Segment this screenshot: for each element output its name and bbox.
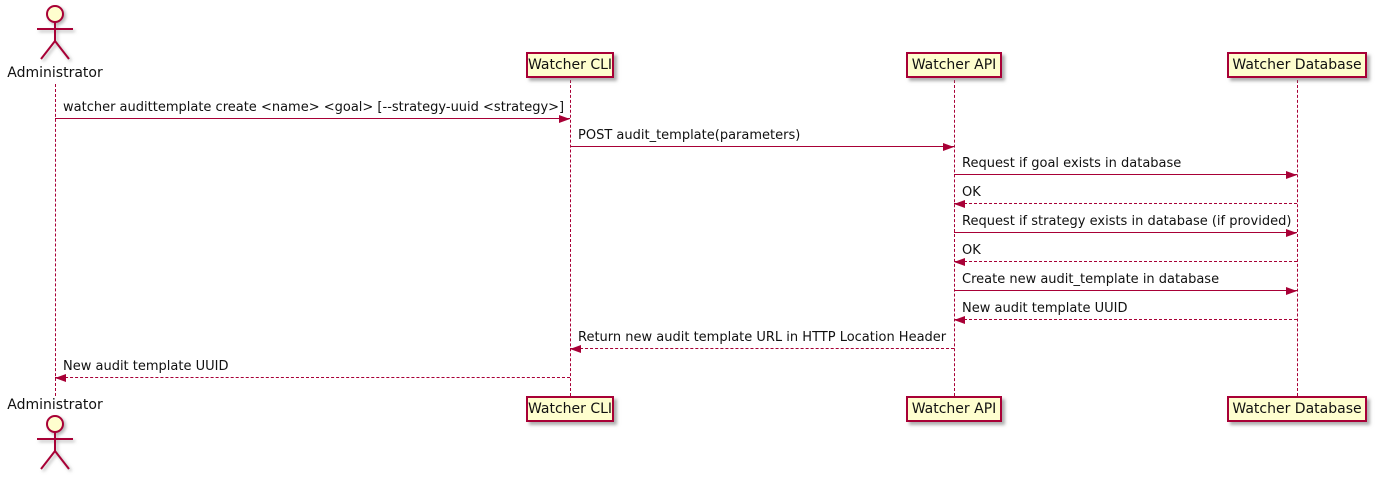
actor-icon [37,5,73,60]
message-line [954,174,1297,175]
message-arrowhead [559,114,570,123]
message-arrowhead [954,257,965,266]
lifeline-watcher-api [954,80,955,396]
message-line [55,377,570,378]
message-label: OK [962,243,981,258]
message-line [954,290,1297,291]
actor-icon [37,415,73,470]
participant-watcher-cli-top: Watcher CLI [526,52,614,78]
message-arrowhead [954,199,965,208]
message-arrowhead [1286,228,1297,237]
message-label: New audit template UUID [962,301,1128,316]
participant-watcher-api-bottom: Watcher API [906,396,1002,422]
message-line [954,203,1297,204]
actor-label-top: Administrator [7,65,103,81]
message-line [570,348,954,349]
lifeline-watcher-database [1297,80,1298,396]
message-label: Create new audit_template in database [962,272,1220,287]
message-arrowhead [954,315,965,324]
message-line [55,118,570,119]
message-label: watcher audittemplate create <name> <goa… [63,100,565,115]
participant-watcher-cli-bottom: Watcher CLI [526,396,614,422]
message-arrowhead [1286,170,1297,179]
participant-watcher-api-top: Watcher API [906,52,1002,78]
lifeline-watcher-cli [570,80,571,396]
actor-label-bottom: Administrator [7,397,103,413]
message-label: POST audit_template(parameters) [578,128,801,143]
message-arrowhead [55,373,66,382]
message-arrowhead [1286,286,1297,295]
message-label: New audit template UUID [63,359,229,374]
message-line [954,232,1297,233]
participant-watcher-database-bottom: Watcher Database [1227,396,1367,422]
message-line [954,261,1297,262]
lifeline-administrator [55,84,56,396]
message-label: Request if goal exists in database [962,156,1182,171]
message-label: OK [962,185,981,200]
message-arrowhead [570,344,581,353]
participant-watcher-database-top: Watcher Database [1227,52,1367,78]
message-label: Return new audit template URL in HTTP Lo… [578,330,947,345]
message-line [570,146,954,147]
message-arrowhead [943,142,954,151]
message-label: Request if strategy exists in database (… [962,214,1292,229]
message-line [954,319,1297,320]
